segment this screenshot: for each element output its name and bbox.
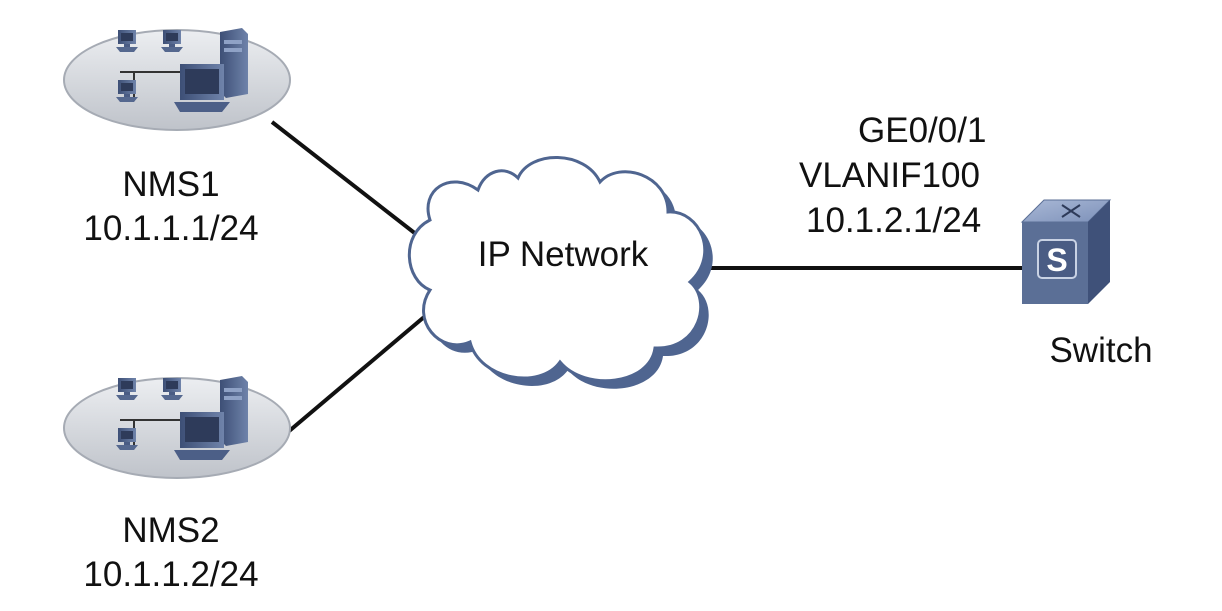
link-nms1-cloud (270, 120, 432, 247)
interface-ip: 10.1.2.1/24 (806, 201, 982, 240)
switch-icon: S (1020, 199, 1112, 304)
switch-name: Switch (1049, 331, 1153, 370)
cloud-label: IP Network (477, 235, 649, 274)
nms1-name: NMS1 (122, 165, 220, 204)
nms1-icon (63, 28, 291, 131)
cloud-icon (407, 156, 713, 389)
nms2-ip: 10.1.1.2/24 (83, 555, 259, 594)
nms2-name: NMS2 (122, 511, 220, 550)
switch-icon-letter: S (1046, 242, 1067, 278)
interface-vlanif: VLANIF100 (799, 156, 980, 195)
nms2-icon (63, 376, 291, 479)
interface-port: GE0/0/1 (858, 111, 987, 150)
nms1-ip: 10.1.1.1/24 (83, 209, 259, 248)
link-nms2-cloud (286, 310, 432, 434)
